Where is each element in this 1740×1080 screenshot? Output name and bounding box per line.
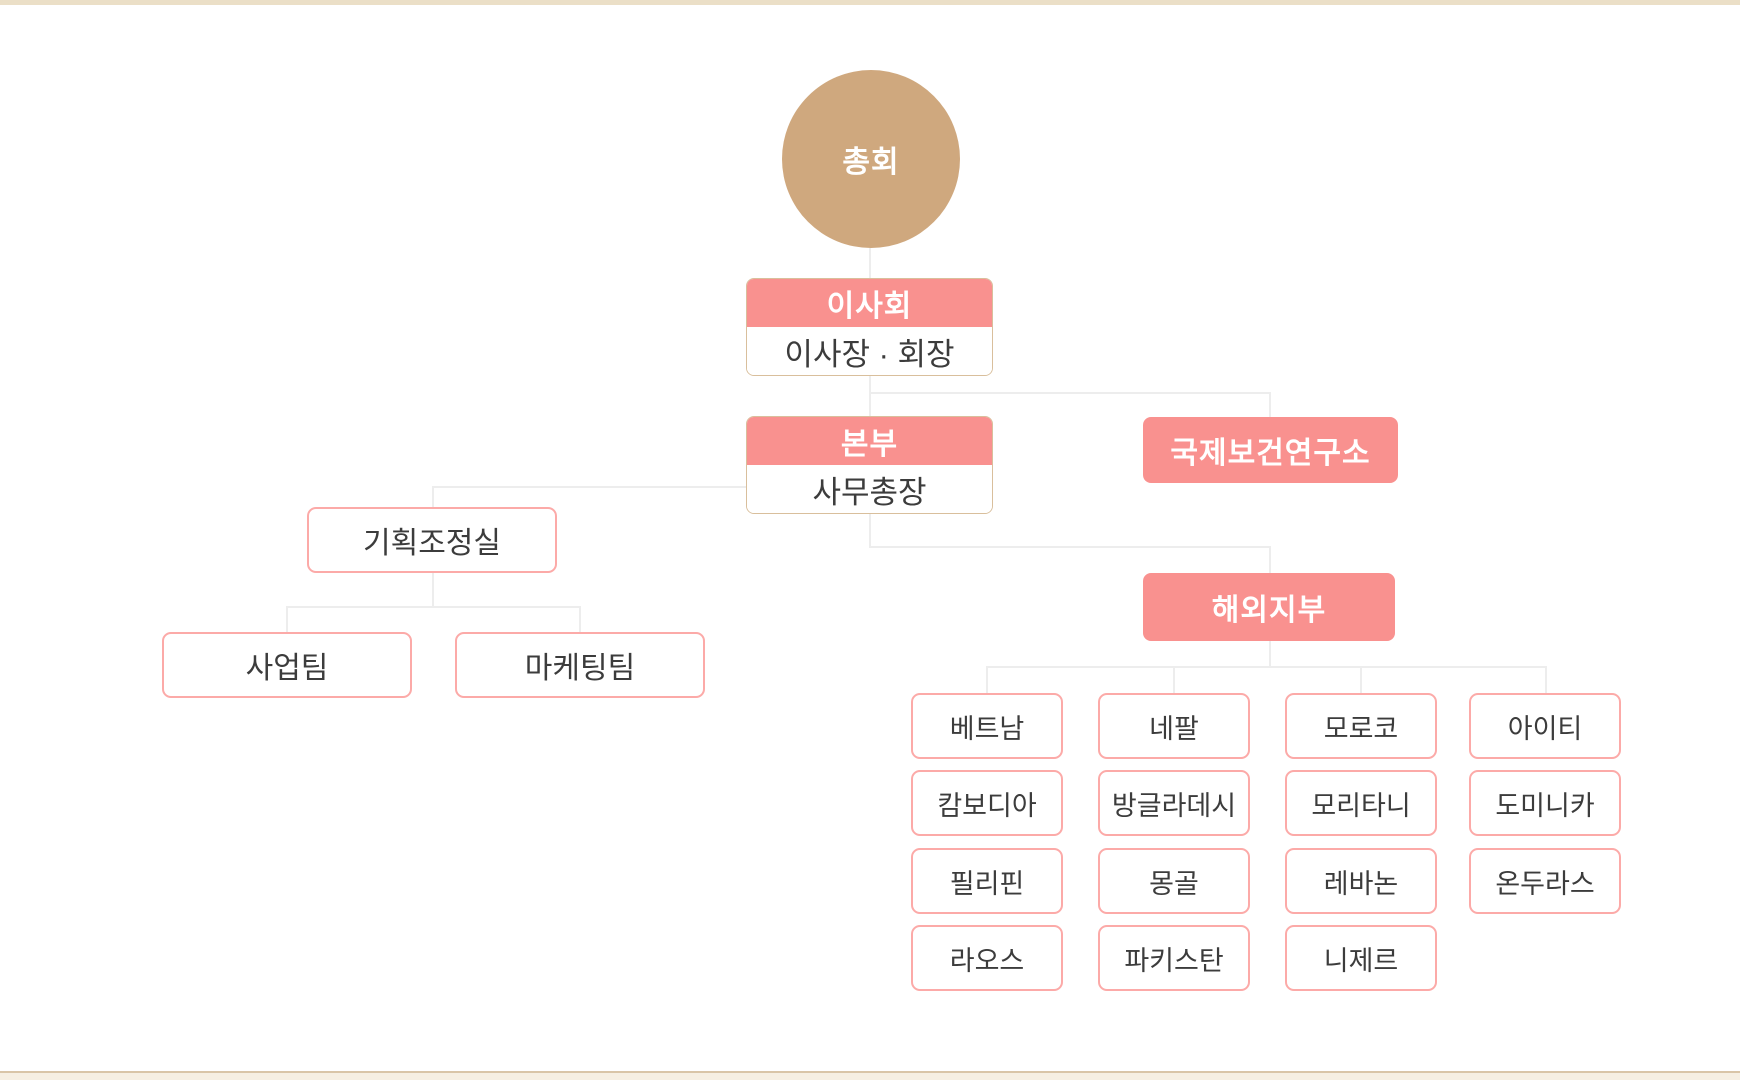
board-subtitle: 이사장 · 회장 bbox=[747, 327, 992, 375]
country-node: 니제르 bbox=[1285, 925, 1437, 991]
marketing-team-label: 마케팅팀 bbox=[524, 652, 636, 685]
connector-hq-planning-horizontal bbox=[433, 486, 746, 488]
board-node: 이사회 이사장 · 회장 bbox=[746, 278, 993, 376]
marketing-team-node: 마케팅팀 bbox=[455, 632, 705, 698]
headquarters-subtitle: 사무총장 bbox=[747, 465, 992, 513]
connector-board-hq bbox=[869, 376, 871, 416]
country-node: 레바논 bbox=[1285, 848, 1437, 914]
connector-hq-down bbox=[869, 514, 871, 547]
connector-overseas-children-riser bbox=[1269, 641, 1271, 667]
connector-institute-drop bbox=[1269, 392, 1271, 417]
country-node: 모리타니 bbox=[1285, 770, 1437, 836]
planning-office-label: 기획조정실 bbox=[363, 527, 501, 560]
headquarters-node: 본부 사무총장 bbox=[746, 416, 993, 514]
country-node: 방글라데시 bbox=[1098, 770, 1250, 836]
connector-planning-children-riser bbox=[432, 573, 434, 607]
country-node: 캄보디아 bbox=[911, 770, 1063, 836]
country-node: 도미니카 bbox=[1469, 770, 1621, 836]
connector-board-institute-horizontal bbox=[869, 392, 1271, 394]
overseas-branches-label: 해외지부 bbox=[1211, 594, 1327, 627]
connector-country-col1-drop bbox=[986, 666, 988, 693]
connector-country-col2-drop bbox=[1173, 666, 1175, 693]
international-health-institute-node: 국제보건연구소 bbox=[1143, 417, 1398, 483]
connector-business-drop bbox=[286, 606, 288, 632]
connector-hq-overseas-horizontal bbox=[869, 546, 1271, 548]
connector-overseas-drop bbox=[1269, 546, 1271, 573]
country-node: 파키스탄 bbox=[1098, 925, 1250, 991]
country-node: 모로코 bbox=[1285, 693, 1437, 759]
connector-root-board bbox=[869, 248, 871, 278]
connector-country-col3-drop bbox=[1360, 666, 1362, 693]
country-node: 필리핀 bbox=[911, 848, 1063, 914]
business-team-node: 사업팀 bbox=[162, 632, 412, 698]
country-node: 베트남 bbox=[911, 693, 1063, 759]
country-node: 온두라스 bbox=[1469, 848, 1621, 914]
country-node: 몽골 bbox=[1098, 848, 1250, 914]
bottom-border-strip bbox=[0, 1071, 1740, 1080]
planning-office-node: 기획조정실 bbox=[307, 507, 557, 573]
connector-countries-horizontal bbox=[986, 666, 1547, 668]
connector-planning-children-horizontal bbox=[286, 606, 581, 608]
connector-planning-drop bbox=[432, 486, 434, 507]
board-header: 이사회 bbox=[747, 279, 992, 327]
overseas-branches-node: 해외지부 bbox=[1143, 573, 1395, 641]
general-assembly-node: 총회 bbox=[782, 70, 960, 248]
country-node: 네팔 bbox=[1098, 693, 1250, 759]
institute-label: 국제보건연구소 bbox=[1170, 437, 1371, 470]
country-node: 아이티 bbox=[1469, 693, 1621, 759]
headquarters-header: 본부 bbox=[747, 417, 992, 465]
top-border-strip bbox=[0, 0, 1740, 5]
country-node: 라오스 bbox=[911, 925, 1063, 991]
business-team-label: 사업팀 bbox=[245, 652, 329, 685]
general-assembly-label: 총회 bbox=[842, 146, 900, 179]
connector-country-col4-drop bbox=[1545, 666, 1547, 693]
connector-marketing-drop bbox=[579, 606, 581, 632]
